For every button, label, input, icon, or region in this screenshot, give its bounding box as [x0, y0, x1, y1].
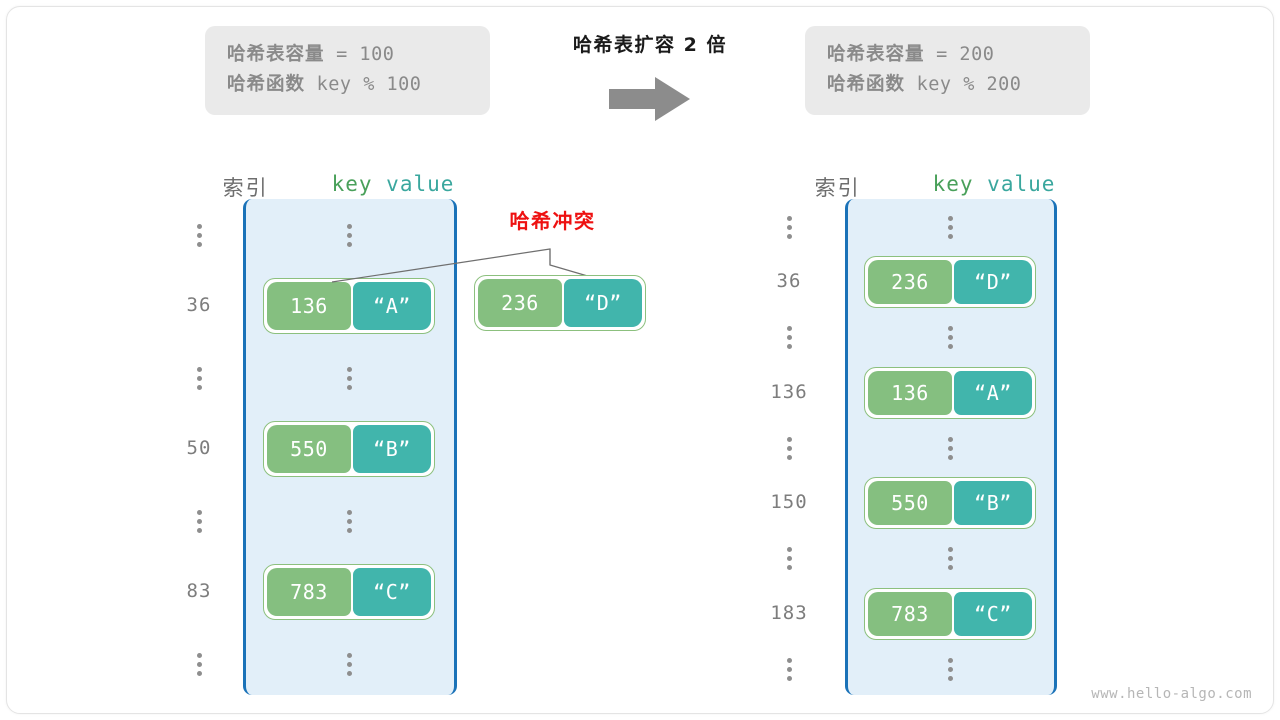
key-cell: 136 — [868, 370, 952, 415]
key-cell: 783 — [267, 568, 351, 617]
index-ellipsis — [786, 215, 792, 239]
left-capacity-expr: = 100 — [324, 44, 395, 65]
bucket-ellipsis — [346, 223, 352, 247]
right-hashtable-info-box: 哈希表容量 = 200 哈希函数 key % 200 — [805, 26, 1090, 115]
value-cell: “C” — [953, 591, 1032, 636]
index-ellipsis — [196, 366, 202, 390]
right-index-head-label: 索引 — [814, 176, 861, 200]
left-value-head-label: value — [386, 172, 455, 196]
left-key-head-label: key — [331, 172, 373, 196]
right-function-line: 哈希函数 key % 200 — [827, 70, 1068, 100]
value-cell: “B” — [953, 481, 1032, 526]
bucket-ellipsis — [947, 547, 953, 571]
left-table-index-header: 索引 — [168, 148, 269, 226]
collision-value-cell: “D” — [563, 279, 642, 327]
index-label: 150 — [770, 491, 808, 514]
diagram-frame — [6, 6, 1274, 714]
index-label: 36 — [776, 269, 802, 292]
key-cell: 550 — [868, 481, 952, 526]
left-function-line: 哈希函数 key % 100 — [227, 70, 468, 100]
watermark: www.hello-algo.com — [1091, 686, 1252, 702]
index-ellipsis — [196, 223, 202, 247]
kv-pair: 136“A” — [864, 366, 1036, 419]
right-function-expr: key % 200 — [905, 74, 1022, 95]
right-capacity-line: 哈希表容量 = 200 — [827, 40, 1068, 70]
kv-pair: 550“B” — [864, 477, 1036, 530]
value-cell: “D” — [953, 259, 1032, 304]
bucket-ellipsis — [346, 652, 352, 676]
arrow-right-icon — [520, 76, 780, 126]
collision-key-cell: 236 — [478, 279, 562, 327]
index-ellipsis — [196, 652, 202, 676]
key-cell: 136 — [267, 282, 351, 331]
bucket-ellipsis — [346, 366, 352, 390]
index-label: 50 — [186, 437, 212, 460]
bucket-ellipsis — [947, 436, 953, 460]
collision-label: 哈希冲突 — [509, 209, 596, 233]
right-value-head-label: value — [987, 172, 1056, 196]
index-ellipsis — [786, 547, 792, 571]
index-ellipsis — [786, 326, 792, 350]
kv-pair: 550“B” — [263, 421, 435, 478]
left-capacity-label: 哈希表容量 — [227, 44, 325, 65]
value-cell: “A” — [352, 282, 431, 331]
key-cell: 550 — [267, 425, 351, 474]
index-label: 83 — [186, 580, 212, 603]
left-index-head-label: 索引 — [222, 176, 269, 200]
collision-kv-pair: 236 “D” — [474, 275, 646, 331]
kv-pair: 783“C” — [263, 564, 435, 621]
bucket-ellipsis — [947, 658, 953, 682]
bucket-ellipsis — [947, 215, 953, 239]
right-function-label: 哈希函数 — [827, 74, 906, 95]
value-cell: “C” — [352, 568, 431, 617]
left-table-kv-header: key value — [277, 148, 454, 220]
index-label: 36 — [186, 294, 212, 317]
kv-pair: 236“D” — [864, 255, 1036, 308]
kv-pair: 783“C” — [864, 587, 1036, 640]
left-hashtable-info-box: 哈希表容量 = 100 哈希函数 key % 100 — [205, 26, 490, 115]
right-table-kv-header: key value — [878, 148, 1055, 220]
index-ellipsis — [786, 436, 792, 460]
center-title: 哈希表扩容 2 倍 — [573, 34, 727, 56]
value-cell: “A” — [953, 370, 1032, 415]
right-table-index-header: 索引 — [760, 148, 861, 226]
index-label: 183 — [770, 601, 808, 624]
value-cell: “B” — [352, 425, 431, 474]
index-ellipsis — [196, 509, 202, 533]
bucket-ellipsis — [346, 509, 352, 533]
left-capacity-line: 哈希表容量 = 100 — [227, 40, 468, 70]
key-cell: 783 — [868, 591, 952, 636]
key-cell: 236 — [868, 259, 952, 304]
kv-pair: 136“A” — [263, 278, 435, 335]
index-label: 136 — [770, 380, 808, 403]
left-function-expr: key % 100 — [305, 74, 422, 95]
right-capacity-expr: = 200 — [924, 44, 995, 65]
bucket-ellipsis — [947, 326, 953, 350]
index-ellipsis — [786, 658, 792, 682]
right-key-head-label: key — [932, 172, 974, 196]
left-function-label: 哈希函数 — [227, 74, 306, 95]
right-capacity-label: 哈希表容量 — [827, 44, 925, 65]
